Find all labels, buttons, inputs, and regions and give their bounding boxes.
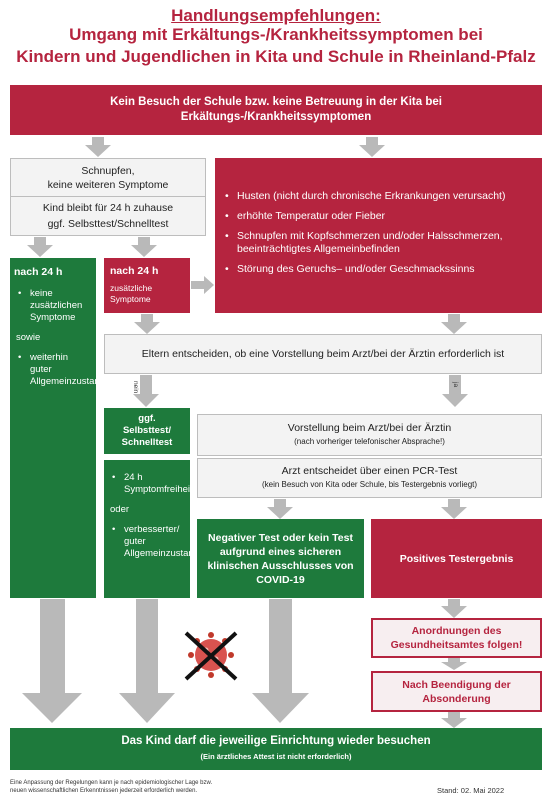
left-grey-line-2: keine weiteren Symptome	[47, 178, 169, 191]
decision-arrows	[134, 314, 467, 334]
footer-note: Eine Anpassung der Regelungen kann je na…	[10, 779, 212, 795]
green-mid-oder: oder	[110, 504, 130, 515]
green-left-box: nach 24 h keine zusätzlichen Symptome so…	[10, 258, 105, 598]
arrow-right	[191, 276, 214, 294]
arrow-down-positive	[441, 499, 467, 519]
arrow-down-red-small	[134, 314, 160, 334]
red-small-sub: zusätzliche Symptome	[110, 283, 153, 304]
symptom-item-4: Störung des Geruchs– und/oder Geschmacks…	[221, 263, 534, 276]
green-left-item-1: keine zusätzlichen Symptome	[14, 288, 92, 324]
arrow-down-red	[131, 237, 157, 257]
title-line-1: Handlungsempfehlungen:	[171, 6, 381, 25]
pcr-title: Arzt entscheidet über einen PCR-Test	[281, 465, 458, 477]
left-grey-line-3: Kind bleibt für 24 h zuhause	[42, 202, 174, 214]
top-box: Kein Besuch der Schule bzw. keine Betreu…	[10, 85, 542, 135]
crossed-virus-icon	[184, 631, 238, 681]
symptoms-box: Husten (nicht durch chronische Erkrankun…	[215, 158, 542, 313]
arrow-down-left	[85, 137, 111, 157]
green-mid-box: 24 h Symptomfreiheit oder verbesserter/ …	[104, 460, 199, 598]
absonderung-box: Nach Beendigung der Absonderung	[371, 671, 542, 712]
footer-note-line-2: neuen wissenschaftlichen Erkenntnissen j…	[10, 788, 198, 794]
symptom-item-1: Husten (nicht durch chronische Erkrankun…	[221, 190, 534, 203]
red-small-title: nach 24 h	[110, 265, 159, 277]
pcr-sub: (kein Besuch von Kita oder Schule, bis T…	[261, 480, 478, 489]
footer-note-line-1: Eine Anpassung der Regelungen kann je na…	[10, 780, 213, 786]
pcr-box: Arzt entscheidet über einen PCR-Test (ke…	[197, 458, 542, 498]
top-box-line-2: Erkältungs-/Krankheitssymptomen	[180, 111, 372, 123]
selbsttest-line-1: ggf.	[138, 413, 156, 424]
symptom-item-3: Schnupfen mit Kopfschmerzen und/oder Hal…	[221, 230, 534, 256]
arrow-down-green	[27, 237, 53, 257]
arzt-title: Vorstellung beim Arzt/bei der Ärztin	[287, 422, 452, 434]
title-line-3: Kindern und Jugendlichen in Kita und Sch…	[16, 47, 536, 66]
red-small-box: nach 24 h zusätzliche Symptome	[104, 258, 190, 313]
grey-arrows	[27, 237, 157, 257]
selbsttest-box: ggf. Selbsttest/ Schnelltest	[104, 408, 190, 454]
final-title: Das Kind darf die jeweilige Einrichtung …	[121, 735, 431, 747]
final-arrows	[22, 599, 467, 728]
decision-text: Eltern entscheiden, ob eine Vorstellung …	[141, 348, 505, 360]
green-mid-item-2: verbesserter/ guter Allgemeinzustand	[108, 524, 199, 560]
arzt-sub: (nach vorheriger telefonischer Absprache…	[294, 437, 445, 446]
green-left-title: nach 24 h	[14, 266, 63, 278]
arrow-anordnung-down	[441, 657, 467, 670]
selbsttest-line-2: Selbsttest/	[122, 425, 172, 436]
title-line-2: Umgang mit Erkältungs-/Krankheitssymptom…	[69, 25, 483, 44]
green-left-item-2: weiterhin guter Allgemeinzustand	[14, 352, 105, 388]
arrow-down-negative	[267, 499, 293, 519]
final-sub: (Ein ärztliches Attest ist nicht erforde…	[200, 752, 352, 761]
left-grey-line-1: Schnupfen,	[81, 164, 135, 177]
label-nein: nein	[132, 381, 139, 394]
arzt-box: Vorstellung beim Arzt/bei der Ärztin (na…	[197, 414, 542, 456]
nein-ja-arrows	[133, 375, 468, 407]
green-mid-item-1: 24 h Symptomfreiheit	[108, 472, 193, 496]
big-arrow-1	[22, 599, 82, 723]
arrow-absonderung-down	[441, 712, 467, 728]
green-left-sowie: sowie	[16, 332, 41, 343]
symptom-item-2: erhöhte Temperatur oder Fieber	[221, 210, 534, 223]
negative-box: Negativer Test oder kein Test aufgrund e…	[197, 519, 364, 598]
big-arrow-3	[252, 599, 309, 723]
negative-text: Negativer Test oder kein Test aufgrund e…	[207, 531, 354, 586]
big-arrow-2	[119, 599, 175, 723]
test-arrows	[267, 499, 467, 519]
arrow-down-symptoms	[441, 314, 467, 334]
positive-text: Positives Testergebnis	[399, 552, 514, 565]
top-box-line-1: Kein Besuch der Schule bzw. keine Betreu…	[110, 96, 442, 108]
label-ja: ja	[452, 382, 459, 388]
absonderung-text: Nach Beendigung der Absonderung	[402, 678, 511, 705]
left-grey-line-4: ggf. Selbsttest/Schnelltest	[47, 218, 169, 230]
final-box: Das Kind darf die jeweilige Einrichtung …	[10, 728, 542, 770]
selbsttest-line-3: Schnelltest	[121, 437, 173, 448]
decision-box: Eltern entscheiden, ob eine Vorstellung …	[104, 334, 542, 374]
footer-date: Stand: 02. Mai 2022	[437, 786, 505, 795]
positive-box: Positives Testergebnis	[371, 519, 542, 598]
arrow-down-right	[359, 137, 385, 157]
arrow-ja	[442, 375, 468, 407]
left-grey-box: Schnupfen, keine weiteren Symptome Kind …	[10, 158, 206, 236]
top-arrows	[85, 137, 385, 157]
arrow-nein	[133, 375, 159, 407]
arrow-positive-down	[441, 599, 467, 618]
anordnung-box: Anordnungen des Gesundheitsamtes folgen!	[371, 618, 542, 658]
anordnung-text: Anordnungen des Gesundheitsamtes folgen!	[390, 625, 523, 651]
